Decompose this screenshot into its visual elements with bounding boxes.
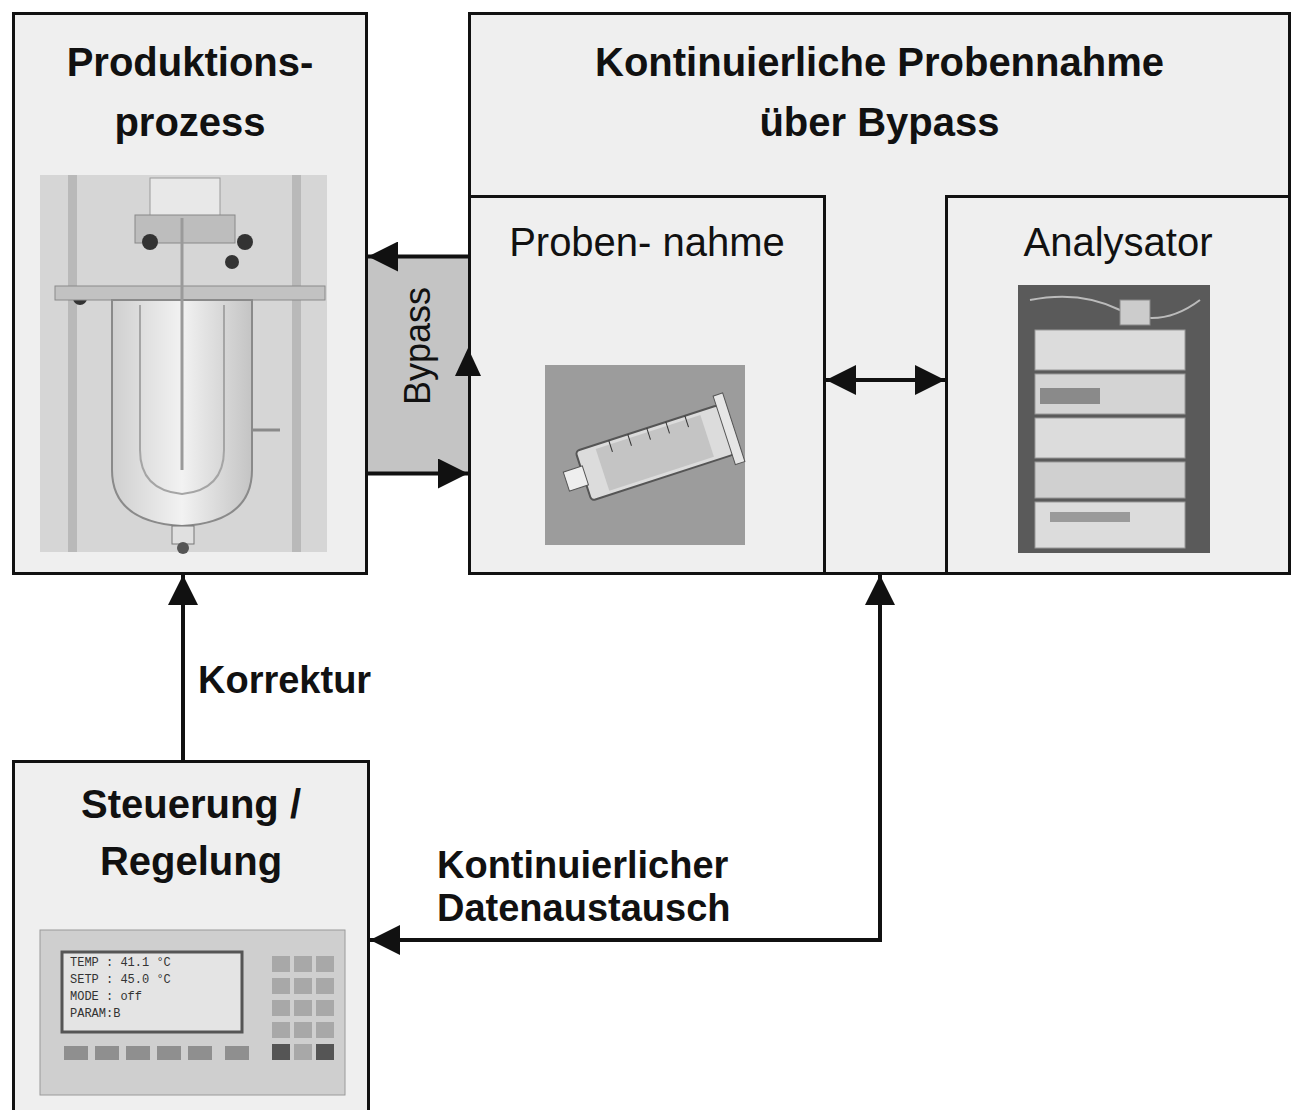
illustration-part: [575, 405, 734, 501]
illustration-part: [628, 434, 632, 445]
illustration-part: [55, 286, 325, 300]
edge-label: Korrektur: [198, 655, 458, 705]
illustration-part: [1035, 374, 1185, 414]
illustration-part: [1035, 462, 1185, 498]
box-title: Steuerung / Regelung: [22, 776, 360, 890]
illustration-part: [647, 428, 651, 439]
illustration-part: [545, 365, 745, 545]
illustration-part: [272, 1022, 290, 1038]
illustration-part: [272, 1044, 290, 1060]
box-title: Analysator: [955, 213, 1281, 271]
illustration-part: [142, 234, 158, 250]
controller-photo: [40, 930, 345, 1095]
illustration-part: [126, 1046, 150, 1060]
display-readout: TEMP : 41.1 °C: [70, 956, 171, 971]
box-fill: [468, 12, 1291, 575]
bypass-band: Bypass: [368, 255, 468, 475]
box-fill: [368, 255, 468, 475]
illustration-part: [1030, 297, 1200, 318]
illustration-part: [225, 255, 239, 269]
illustration-part: [188, 1046, 212, 1060]
illustration-part: [294, 1000, 312, 1016]
illustration-part: [316, 956, 334, 972]
illustration-part: [181, 218, 184, 470]
edge-label: Kontinuierlicher Datenaustausch: [437, 844, 857, 930]
illustration-part: [1035, 418, 1185, 458]
illustration-part: [1035, 502, 1185, 548]
illustration-part: [596, 415, 714, 491]
illustration-part: [316, 1022, 334, 1038]
illustration-part: [316, 1044, 334, 1060]
illustration-part: [294, 956, 312, 972]
illustration-part: [294, 1044, 312, 1060]
illustration-part: [62, 952, 242, 1032]
flow-connector: [368, 472, 468, 476]
illustration-part: [272, 956, 290, 972]
illustration-part: [316, 1000, 334, 1016]
flow-connector: [181, 575, 185, 760]
illustration-part: [1040, 388, 1100, 404]
illustration-part: [252, 429, 280, 432]
illustration-part: [685, 416, 689, 427]
process-box: Produktions- prozess: [12, 12, 368, 575]
illustration-part: [40, 930, 345, 1095]
illustration-part: [237, 234, 253, 250]
illustration-part: [95, 1046, 119, 1060]
flow-connector: [370, 575, 880, 940]
illustration-part: [292, 175, 301, 552]
illustration-part: [68, 175, 77, 552]
box-title: Kontinuierliche Probennahme über Bypass: [560, 32, 1200, 152]
illustration-part: [294, 1022, 312, 1038]
box-title: Produktions- prozess: [22, 32, 358, 152]
controller-box: Steuerung / Regelung: [12, 760, 370, 1110]
box-fill: [945, 195, 1291, 575]
box-title: Proben- nahme: [478, 213, 816, 271]
box-fill: [12, 760, 370, 1110]
illustration-part: [563, 466, 588, 491]
illustration-part: [1050, 512, 1130, 522]
syringe-photo: [545, 365, 745, 545]
illustration-part: [1018, 285, 1210, 553]
illustration-part: [172, 526, 194, 544]
illustration-part: [294, 978, 312, 994]
illustration-part: [225, 1046, 249, 1060]
illustration-part: [316, 978, 334, 994]
bypass-label: Bypass: [394, 325, 442, 405]
display-readout: PARAM:B: [70, 1007, 120, 1022]
illustration-part: [157, 1046, 181, 1060]
flow-connector: [368, 255, 468, 259]
illustration-part: [609, 440, 613, 451]
illustration-part: [40, 175, 327, 552]
illustration-part: [272, 978, 290, 994]
illustration-part: [1035, 330, 1185, 370]
box-fill: [12, 12, 368, 575]
illustration-part: [64, 1046, 88, 1060]
illustration-part: [1120, 300, 1150, 325]
hplc-photo: [1018, 285, 1210, 553]
flow-connector: [826, 378, 945, 382]
sampling-box: Proben- nahme: [468, 195, 826, 575]
display-readout: SETP : 45.0 °C: [70, 973, 171, 988]
illustration-part: [150, 178, 220, 218]
illustration-part: [555, 393, 745, 516]
display-readout: MODE : off: [70, 990, 142, 1005]
illustration-part: [272, 1000, 290, 1016]
illustration-part: [666, 422, 670, 433]
box-fill: [468, 195, 826, 575]
illustration-part: [713, 393, 745, 465]
sampling-group-box: Kontinuierliche Probennahme über BypassP…: [468, 12, 1291, 575]
illustration-part: [177, 542, 189, 554]
analyser-box: Analysator: [945, 195, 1291, 575]
reactor-photo: [40, 175, 327, 554]
